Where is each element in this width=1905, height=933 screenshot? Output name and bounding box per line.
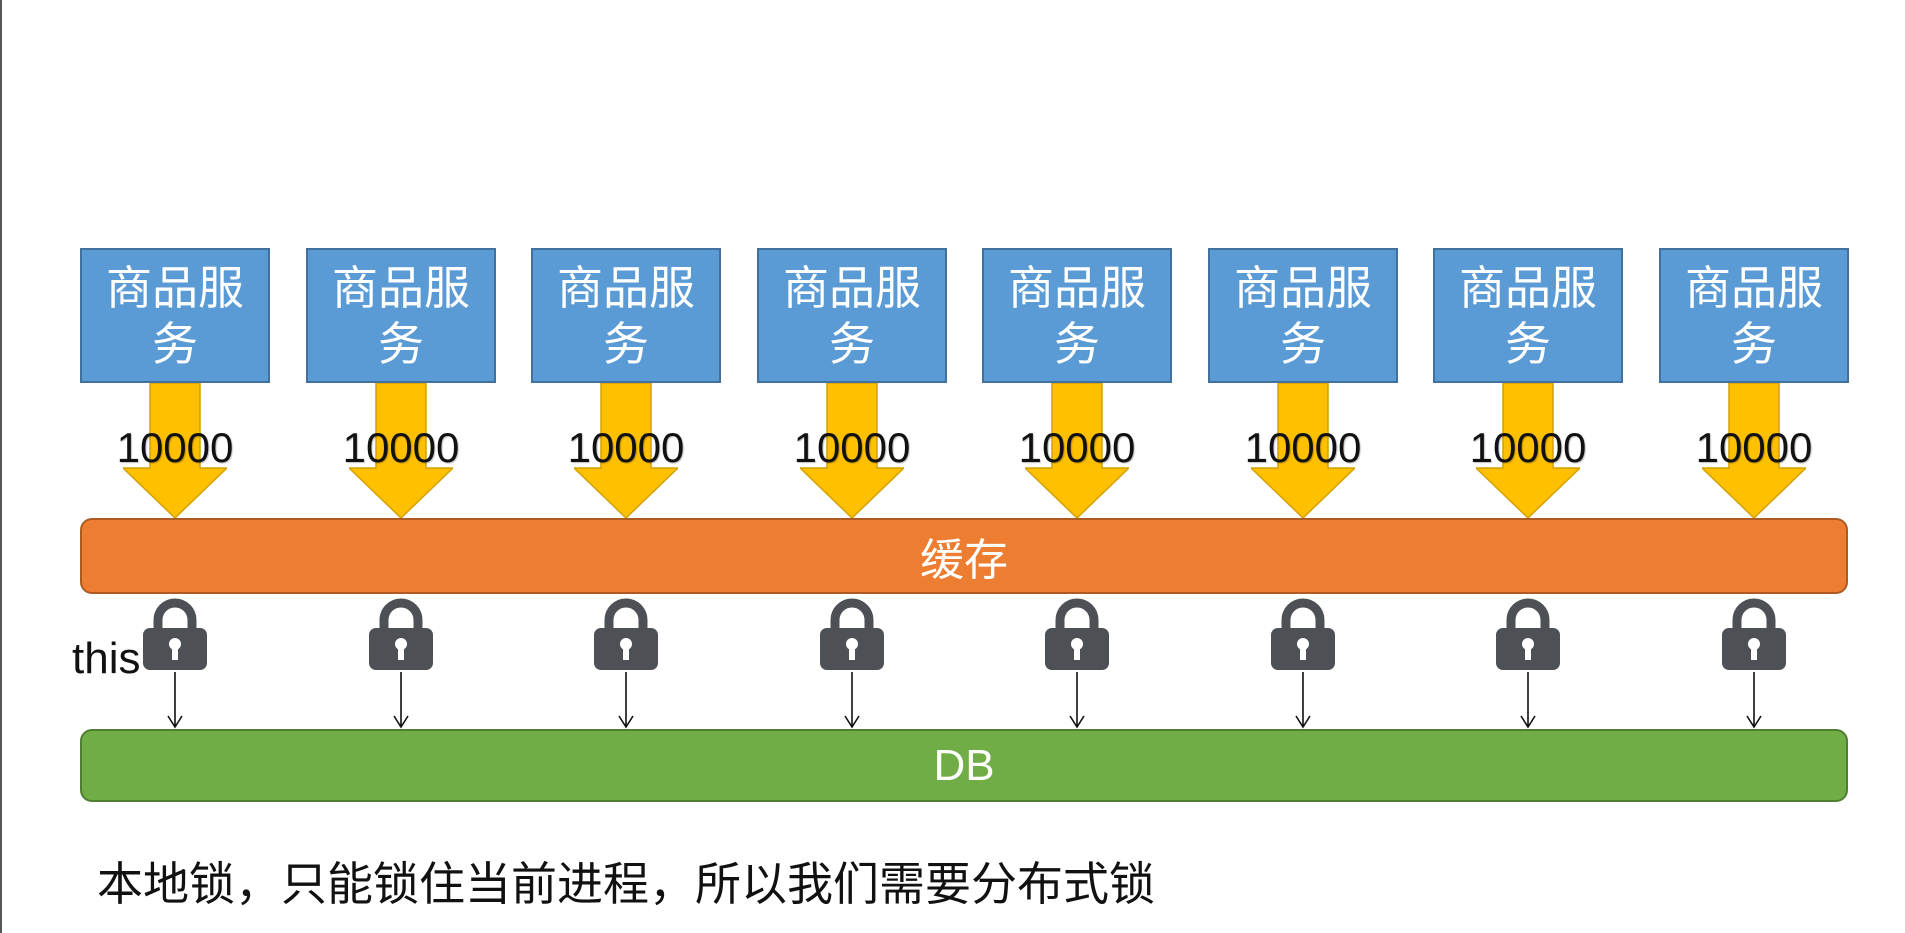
caption-text: 本地锁，只能锁住当前进程，所以我们需要分布式锁: [97, 857, 1155, 911]
arrow-down-icon: [167, 672, 183, 729]
flow-arrow-icon: [1702, 383, 1806, 518]
arrow-down-icon: [1746, 672, 1762, 729]
service-label: 商品服务: [1685, 260, 1823, 371]
request-count-label: 10000: [1469, 424, 1587, 471]
lock-icon: [369, 598, 433, 670]
service-box: 商品服务: [757, 248, 947, 383]
service-box: 商品服务: [1433, 248, 1623, 383]
left-edge-line: [0, 0, 2, 933]
service-box: 商品服务: [306, 248, 496, 383]
arrow-down-icon: [1295, 672, 1311, 729]
service-box: 商品服务: [80, 248, 270, 383]
flow-arrow-icon: [1025, 383, 1129, 518]
lock-icon: [1045, 598, 1109, 670]
arrow-down-icon: [618, 672, 634, 729]
service-label: 商品服务: [783, 260, 921, 371]
arrow-down-icon: [393, 672, 409, 729]
lock-icon: [820, 598, 884, 670]
request-count-label: 10000: [1244, 424, 1362, 471]
lock-icon: [1271, 598, 1335, 670]
service-label: 商品服务: [332, 260, 470, 371]
flow-arrow-icon: [123, 383, 227, 518]
flow-arrow-icon: [1476, 383, 1580, 518]
request-count-label: 10000: [793, 424, 911, 471]
request-count-label: 10000: [116, 424, 234, 471]
request-count-label: 10000: [342, 424, 460, 471]
request-count-label: 10000: [1018, 424, 1136, 471]
arrow-down-icon: [844, 672, 860, 729]
request-count-label: 10000: [567, 424, 685, 471]
arrow-down-icon: [1069, 672, 1085, 729]
service-label: 商品服务: [106, 260, 244, 371]
service-label: 商品服务: [1234, 260, 1372, 371]
service-label: 商品服务: [557, 260, 695, 371]
service-box: 商品服务: [1659, 248, 1849, 383]
lock-icon: [594, 598, 658, 670]
lock-icon: [143, 598, 207, 670]
service-box: 商品服务: [531, 248, 721, 383]
flow-arrow-icon: [1251, 383, 1355, 518]
db-label: DB: [933, 740, 995, 790]
flow-arrow-icon: [349, 383, 453, 518]
arrow-down-icon: [1520, 672, 1536, 729]
flow-arrow-icon: [800, 383, 904, 518]
service-label: 商品服务: [1459, 260, 1597, 371]
cache-bar: 缓存: [80, 518, 1848, 594]
request-count-label: 10000: [1695, 424, 1813, 471]
lock-icon: [1722, 598, 1786, 670]
service-box: 商品服务: [1208, 248, 1398, 383]
service-box: 商品服务: [982, 248, 1172, 383]
lock-icon: [1496, 598, 1560, 670]
service-label: 商品服务: [1008, 260, 1146, 371]
lock-label: this: [72, 634, 141, 683]
db-bar: DB: [80, 729, 1848, 802]
flow-arrow-icon: [574, 383, 678, 518]
cache-label: 缓存: [920, 535, 1008, 586]
